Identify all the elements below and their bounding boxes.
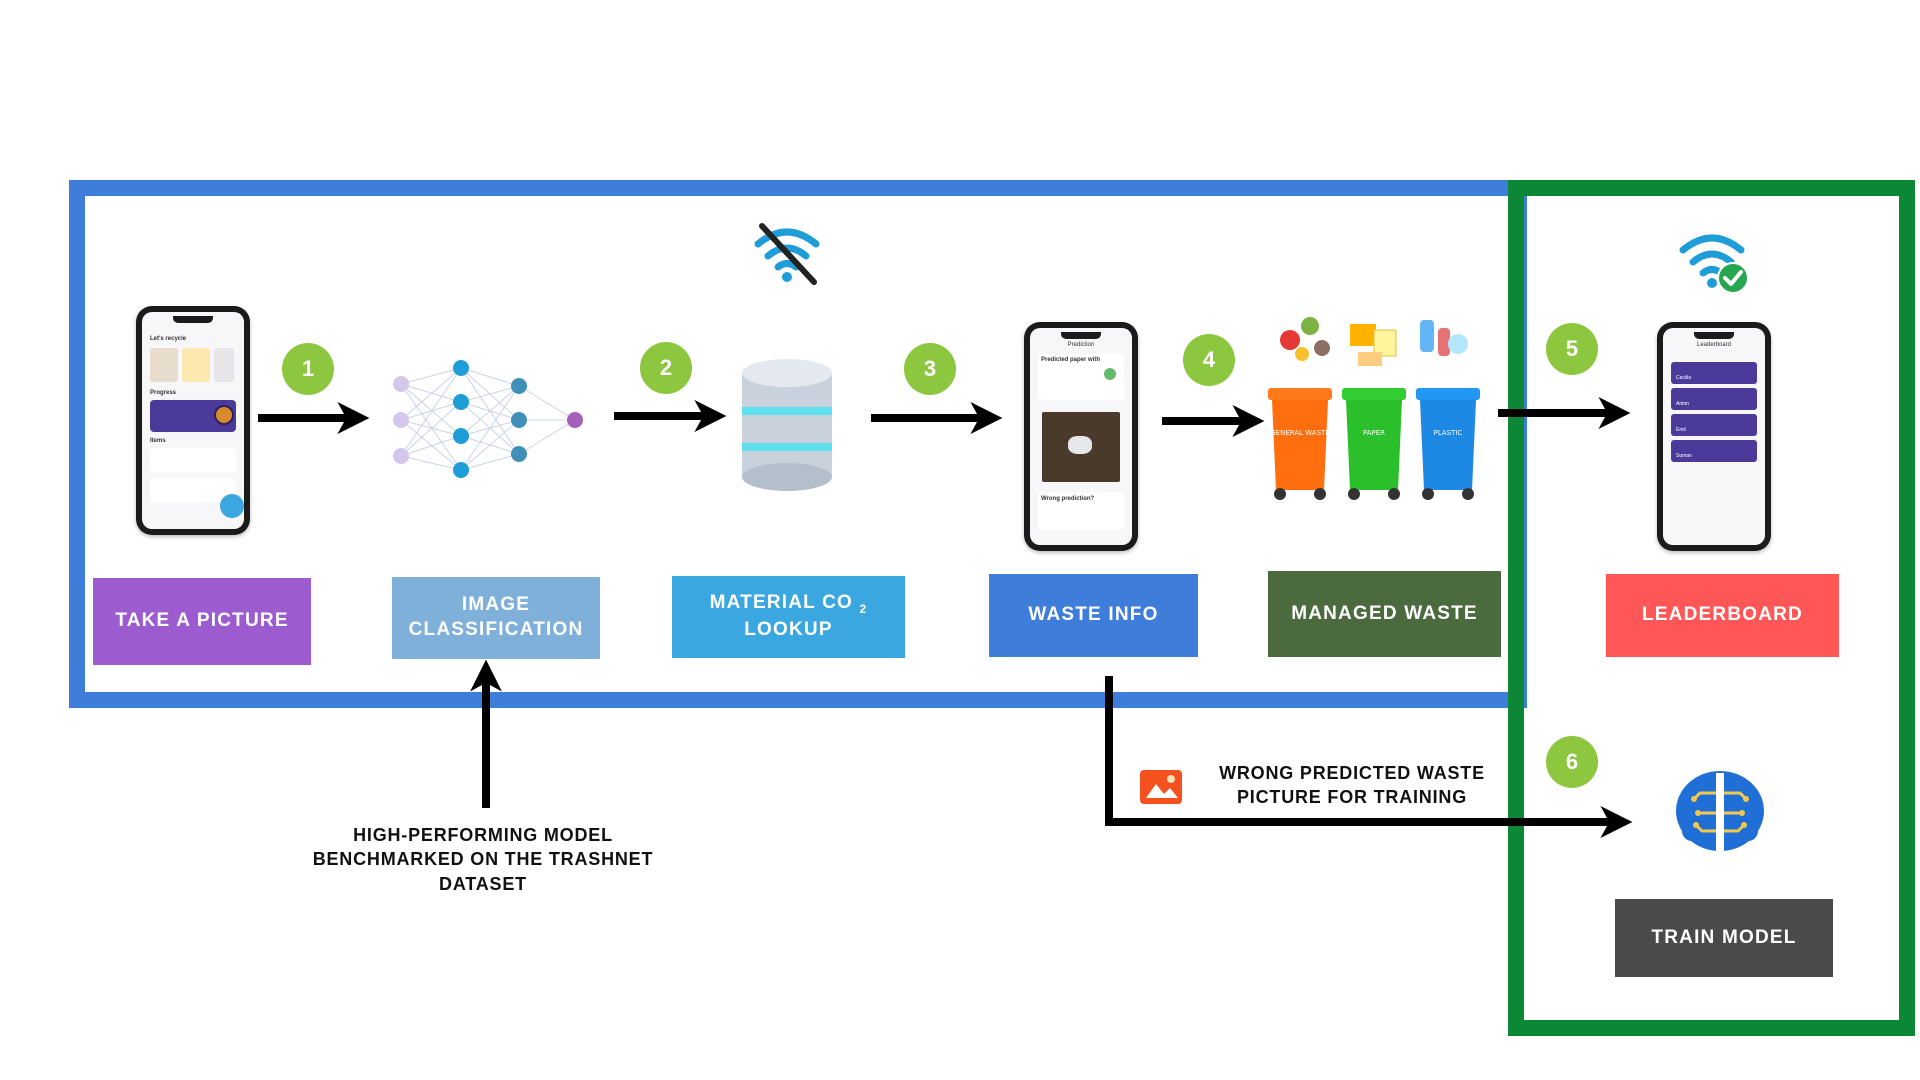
label-leaderboard: LEADERBOARD bbox=[1606, 574, 1839, 657]
image-icon bbox=[1140, 770, 1182, 804]
home-progress-label: Progress bbox=[150, 390, 177, 396]
bin-label-paper: PAPER bbox=[1363, 429, 1385, 437]
neural-network-icon bbox=[393, 360, 583, 478]
phone-home-screen: Let's recycle Progress Items bbox=[136, 306, 250, 535]
phone-prediction-screen: Prediction Predicted paper with Wrong pr… bbox=[1024, 322, 1138, 551]
plastic-bin: PLASTIC bbox=[1416, 388, 1480, 500]
prediction-title: Prediction bbox=[1067, 342, 1095, 348]
caption-wrong-prediction-feedback: WRONG PREDICTED WASTE PICTURE FOR TRAINI… bbox=[1219, 763, 1485, 808]
phone-leaderboard-screen: Leaderboard Cecilia Anton Emil Suman bbox=[1657, 322, 1771, 551]
step-badge-5: 5 bbox=[1546, 323, 1598, 375]
leaderboard-screen-title: Leaderboard bbox=[1696, 342, 1732, 348]
step-badge-3: 3 bbox=[904, 343, 956, 395]
label-take-a-picture: TAKE A PICTURE bbox=[93, 578, 311, 665]
leaderboard-row: Emil bbox=[1671, 414, 1757, 436]
caption-model-benchmark: HIGH-PERFORMING MODEL BENCHMARKED ON THE… bbox=[312, 825, 654, 894]
paper-waste-icon bbox=[1350, 324, 1397, 366]
home-title: Let's recycle bbox=[150, 336, 187, 342]
prediction-heading: Predicted paper with bbox=[1041, 357, 1101, 363]
leaderboard-row: Anton bbox=[1671, 388, 1757, 410]
plastic-waste-icon bbox=[1420, 320, 1468, 356]
paper-bin: PAPER bbox=[1342, 388, 1406, 500]
label-train-model: TRAIN MODEL bbox=[1615, 899, 1833, 977]
database-icon bbox=[742, 359, 832, 491]
bin-label-plastic: PLASTIC bbox=[1434, 429, 1463, 437]
wifi-check-icon bbox=[1679, 234, 1749, 294]
general-waste-bin: GENERAL WASTE bbox=[1268, 388, 1332, 500]
step-badge-1: 1 bbox=[282, 343, 334, 395]
label-image-classification: IMAGE CLASSIFICATION bbox=[392, 577, 600, 659]
prediction-wrong-label: Wrong prediction? bbox=[1041, 496, 1095, 502]
step-badge-2: 2 bbox=[640, 342, 692, 394]
leaderboard-row: Cecilia bbox=[1671, 362, 1757, 384]
bin-label-general: GENERAL WASTE bbox=[1270, 429, 1329, 437]
leaderboard-row: Suman bbox=[1671, 440, 1757, 462]
step-badge-6: 6 bbox=[1546, 736, 1598, 788]
home-items-label: Items bbox=[150, 438, 166, 444]
arrow-feedback-path bbox=[1105, 676, 1633, 838]
step-badge-4: 4 bbox=[1183, 334, 1235, 386]
wifi-off-icon bbox=[754, 223, 820, 285]
fruit-scraps-icon bbox=[1280, 317, 1330, 361]
label-managed-waste: MANAGED WASTE bbox=[1268, 571, 1501, 657]
label-material-co2-lookup: MATERIAL CO 2 LOOKUP bbox=[672, 576, 905, 658]
waste-bins-illustration: GENERAL WASTE PAPER PLASTIC bbox=[1268, 317, 1480, 500]
label-waste-info: WASTE INFO bbox=[989, 574, 1198, 657]
brain-circuit-icon bbox=[1676, 771, 1764, 855]
